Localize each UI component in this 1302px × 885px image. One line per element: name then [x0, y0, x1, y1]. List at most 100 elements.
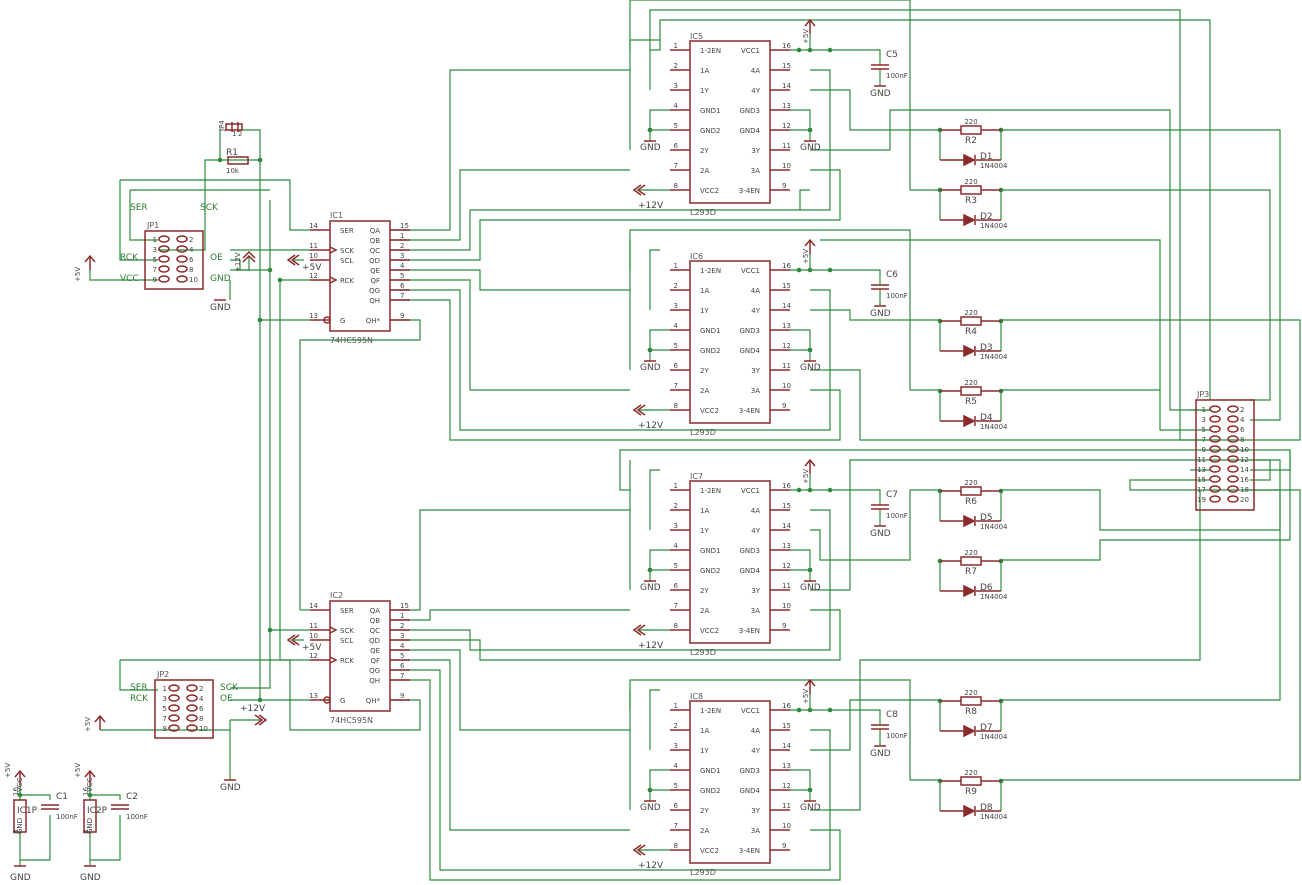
pin-number-right: 12 [782, 562, 791, 570]
pin-name-right: VCC1 [741, 267, 760, 275]
header-pin [158, 275, 170, 283]
pin-name-right: 4Y [751, 747, 760, 755]
wire [799, 189, 810, 210]
ic-name: IC1 [330, 211, 343, 220]
supply-arrow-up [14, 769, 26, 785]
header-pin [1209, 495, 1221, 503]
pin-name: VCC [86, 777, 94, 792]
pin-number-left: 7 [674, 602, 678, 610]
pin-number-left: 4 [674, 762, 679, 770]
pin-name-left: GND1 [700, 327, 721, 335]
ic-value: L293D [690, 208, 716, 217]
header-pin [1209, 435, 1221, 443]
gnd-label: GND [220, 783, 241, 793]
signal-label: SER [130, 683, 148, 693]
diode-name: D1 [980, 152, 993, 162]
pin-number-left: 1 [674, 482, 678, 490]
diode-name: D2 [980, 212, 993, 222]
pin-number-left: 4 [674, 322, 679, 330]
pin-name-right: GND4 [739, 787, 760, 795]
cap-name: C5 [886, 50, 898, 60]
pin-name-left: 2A [700, 167, 709, 175]
components: IC174HC595NSER14SCK11SCL10RCK12G13QA15QB… [4, 18, 1255, 883]
diode-name: D7 [980, 723, 993, 733]
pin-name-left: 2A [700, 827, 709, 835]
gnd-label: GND [870, 749, 891, 759]
cap-value: 100nF [886, 732, 908, 740]
pin-name-right: VCC1 [741, 487, 760, 495]
ic-name: IC2 [330, 591, 343, 600]
junction-dot [827, 267, 833, 273]
supply-label: +5V [84, 717, 92, 732]
pin-number: 14 [1240, 466, 1249, 474]
pin-number-right: 13 [782, 762, 791, 770]
header-pin [1227, 475, 1239, 483]
diode-body [963, 584, 976, 598]
pin-number-right: 7 [400, 672, 404, 680]
pin-name-left: GND1 [700, 767, 721, 775]
pin-number-left: 4 [674, 102, 679, 110]
header-pin [1209, 425, 1221, 433]
supply-label: +5V [802, 689, 810, 704]
l293d-body [689, 260, 771, 424]
pin-name-right: QH [369, 677, 380, 685]
wire [120, 179, 310, 231]
pin-name-left: 1-2EN [700, 267, 721, 275]
pin-number-right: 9 [782, 182, 786, 190]
wire [89, 815, 121, 861]
pin-name-right: QH [369, 297, 380, 305]
pin-name-right: QA [370, 607, 381, 615]
pin-number: 4 [199, 695, 204, 703]
pin-number-left: 6 [674, 362, 679, 370]
wire [810, 459, 1271, 591]
clock-marker [329, 276, 338, 284]
supply-arrow-up [804, 458, 816, 474]
pin-number-left: 7 [674, 822, 678, 830]
pin-name-right: GND3 [739, 107, 760, 115]
pin-number-left: 12 [309, 652, 318, 660]
supply-arrow-up [94, 714, 106, 730]
pin-number-right: 7 [400, 292, 404, 300]
pin-number-left: 1 [674, 42, 678, 50]
junction-dot [807, 347, 813, 353]
pin-name-left: 1A [700, 727, 709, 735]
pin-name-left: SCK [340, 247, 354, 255]
pin-name-right: GND4 [739, 567, 760, 575]
pin-name-right: 4A [751, 67, 760, 75]
wire [390, 169, 841, 261]
pin-name-left: RCK [340, 277, 354, 285]
pin-name-right: QB [370, 617, 381, 625]
pin-number-right: 11 [782, 802, 791, 810]
header-pin [1227, 455, 1239, 463]
ic-value: 74HC595N [330, 716, 373, 725]
supply-label: +12V [638, 641, 664, 651]
gnd-label: GND [870, 529, 891, 539]
pin-name-right: QD [369, 637, 380, 645]
pin-number-left: 8 [674, 622, 678, 630]
supply-label: +5V [802, 469, 810, 484]
pin-number: 19 [1197, 496, 1206, 504]
diode-value: 1N4004 [980, 733, 1008, 741]
gnd-label: GND [870, 89, 891, 99]
pin-number: 1 [163, 685, 167, 693]
diode-value: 1N4004 [980, 813, 1008, 821]
wire [100, 720, 231, 731]
resistor-body [960, 185, 982, 195]
header-pin [1227, 435, 1239, 443]
pin-name-left: G [340, 317, 345, 325]
wire [390, 509, 831, 651]
pin-number-left: 2 [674, 502, 678, 510]
pin-number-right: 3 [400, 632, 404, 640]
supply-arrow-up [84, 254, 96, 270]
pin-number-right: 2 [400, 242, 404, 250]
arrow-head [804, 458, 816, 467]
wire [390, 609, 841, 661]
pin-number: 6 [189, 256, 194, 264]
wire [1000, 479, 1301, 781]
junction-dot [796, 267, 802, 273]
ic-value: L293D [690, 648, 716, 657]
wire [390, 269, 630, 291]
ic-value: 74HC595N [330, 336, 373, 345]
pin-number: 10 [1240, 446, 1249, 454]
pin-name-right: QG [369, 287, 380, 295]
